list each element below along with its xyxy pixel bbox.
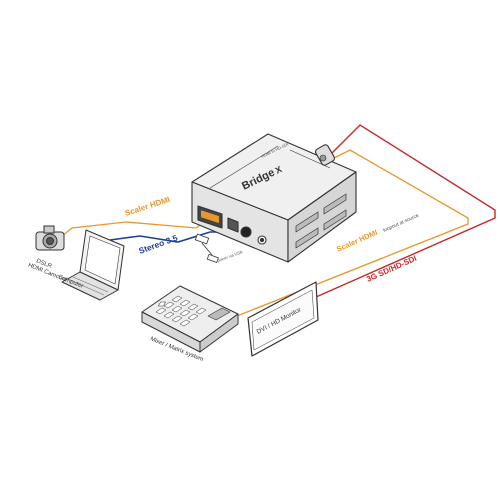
mixer-console-icon <box>141 285 239 353</box>
hdmi-in-line <box>61 221 201 237</box>
laptop-icon <box>61 229 125 301</box>
sdi-line <box>279 124 496 314</box>
mixer-side <box>199 313 239 353</box>
camera-icon <box>35 225 65 251</box>
usb-plug-icon <box>194 233 219 264</box>
scaler-hdmi-in-label: Scaler HDMI <box>124 195 171 218</box>
scaler-hdmi-out-label: Scaler HDMI <box>335 228 379 254</box>
loopout-label: loopout at source <box>382 213 420 234</box>
camera-label-line1: DSLR <box>35 258 53 270</box>
sdi-label: 3G SD/HD-SDI <box>365 254 418 284</box>
hdmi-out-line <box>219 149 469 324</box>
usb-port <box>227 217 239 233</box>
usb-note: power via USB <box>217 249 244 263</box>
laptop-base <box>61 271 119 301</box>
audio-jack <box>240 226 252 238</box>
bnc-connector <box>314 144 336 166</box>
converter-device-icon <box>191 133 357 263</box>
monitor-icon <box>247 281 319 357</box>
